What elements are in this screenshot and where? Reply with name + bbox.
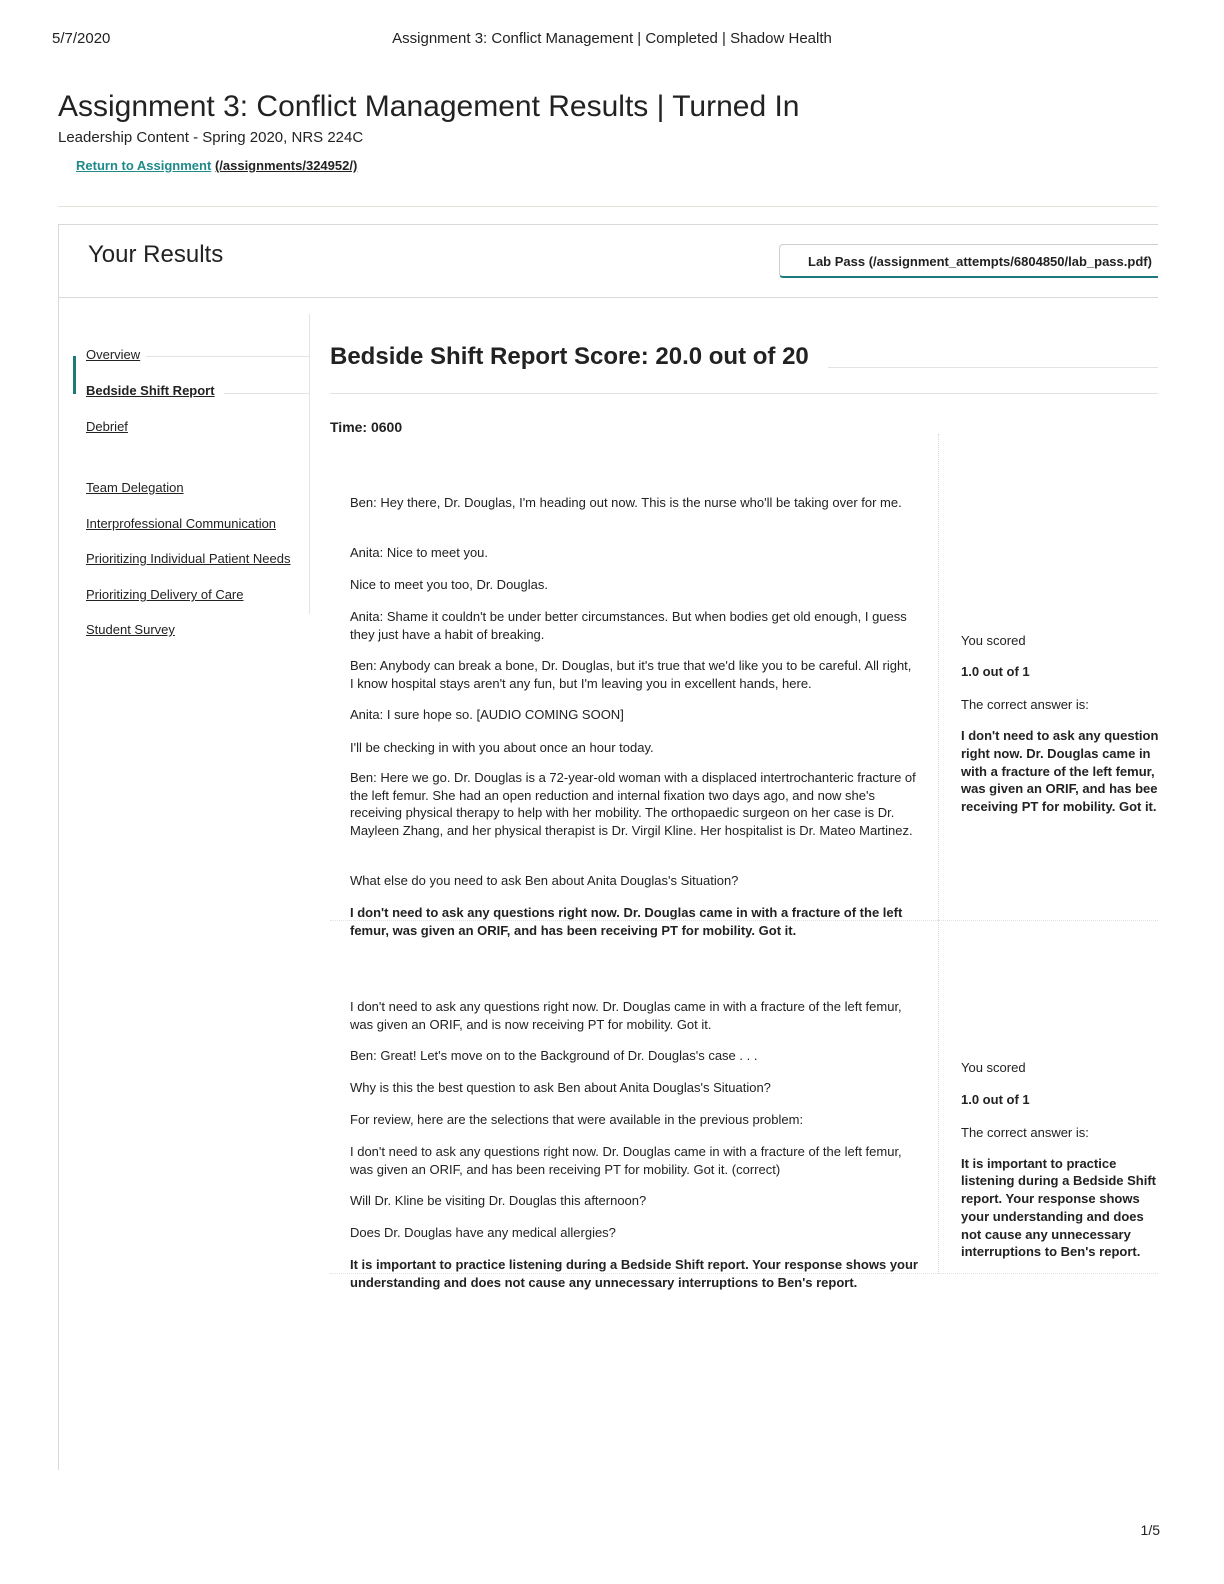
you-scored-label: You scored [961,633,1026,648]
course-name: Leadership Content - Spring 2020, NRS 22… [58,129,364,146]
sidebar-divider [146,356,309,357]
correct-answer-line: listening during a Bedside Shift [961,1173,1157,1188]
sidebar-item-prioritizing-delivery-of-care[interactable]: Prioritizing Delivery of Care [86,587,244,602]
print-date: 5/7/2020 [52,30,111,47]
sidebar-item-debrief[interactable]: Debrief [86,419,128,434]
transcript-line: Anita: I sure hope so. [AUDIO COMING SOO… [350,707,624,722]
time-label: Time: 0600 [330,419,403,435]
heading-underline [828,367,1158,368]
review-intro: For review, here are the selections that… [350,1112,804,1127]
correct-answer-line: right now. Dr. Douglas came in [961,746,1151,761]
section-score-heading: Bedside Shift Report Score: 20.0 out of … [330,343,809,370]
correct-answer-line: was given an ORIF, and has been [961,781,1158,796]
review-option: I don't need to ask any questions right … [350,1144,902,1177]
results-card-left-border [58,224,59,1470]
print-header: 5/7/2020 Assignment 3: Conflict Manageme… [52,30,1172,50]
sidebar-item-student-survey[interactable]: Student Survey [86,622,175,637]
transcript-line: Ben: Anybody can break a bone, Dr. Dougl… [350,658,912,691]
correct-answer-label: The correct answer is: [961,1125,1089,1140]
selected-answer: I don't need to ask any questions right … [350,905,903,938]
question-prompt: Why is this the best question to ask Ben… [350,1080,771,1095]
transcript-line: Anita: Shame it couldn't be under better… [350,609,907,642]
sidebar-item-bedside-shift-report[interactable]: Bedside Shift Report [86,383,215,398]
page-number: 1/5 [1140,1522,1160,1538]
block-divider [330,920,1158,921]
results-card-header-divider [58,297,1158,298]
return-link-path: (/assignments/324952/) [214,158,358,173]
block-divider [330,1273,1158,1274]
correct-answer-line: It is important to practice [961,1156,1117,1171]
block-divider-vertical [938,434,939,920]
correct-answer-line: I don't need to ask any questions [961,728,1158,743]
active-indicator [73,356,76,394]
transcript-line: Nice to meet you too, Dr. Douglas. [350,577,548,592]
sidebar-divider-vertical [309,314,310,614]
sidebar-item-prioritizing-individual-patient-needs[interactable]: Prioritizing Individual Patient Needs [86,551,291,566]
heading-divider [330,393,1158,394]
review-option: Does Dr. Douglas have any medical allerg… [350,1225,616,1240]
transcript-line: I don't need to ask any questions right … [350,999,902,1032]
sidebar-item-team-delegation[interactable]: Team Delegation [86,480,184,495]
correct-answer-line: interruptions to Ben's report. [961,1244,1141,1259]
you-scored-label: You scored [961,1060,1026,1075]
transcript-line: Ben: Hey there, Dr. Douglas, I'm heading… [350,495,902,510]
return-link-text: Return to Assignment [76,158,212,173]
results-card-top-border [58,224,1158,225]
correct-answer-line: not cause any unnecessary [961,1227,1131,1242]
header-divider [58,206,1158,207]
transcript-line: I'll be checking in with you about once … [350,740,654,755]
score-value: 1.0 out of 1 [961,664,1030,679]
correct-answer-line: with a fracture of the left femur, [961,764,1155,779]
correct-answer-label: The correct answer is: [961,697,1089,712]
print-title: Assignment 3: Conflict Management | Comp… [392,30,832,47]
lab-pass-button[interactable]: Lab Pass (/assignment_attempts/6804850/l… [779,244,1158,278]
score-value: 1.0 out of 1 [961,1092,1030,1107]
block-divider-vertical [938,920,939,1274]
your-results-heading: Your Results [88,241,224,268]
transcript-line: Ben: Here we go. Dr. Douglas is a 72-yea… [350,770,916,838]
correct-answer-line: report. Your response shows [961,1191,1140,1206]
transcript-line: Anita: Nice to meet you. [350,545,489,560]
page-title: Assignment 3: Conflict Management Result… [58,90,800,123]
question-prompt: What else do you need to ask Ben about A… [350,873,739,888]
return-to-assignment-link[interactable]: Return to Assignment (/assignments/32495… [76,158,357,173]
correct-answer-line: receiving PT for mobility. Got it. [961,799,1157,814]
sidebar-item-overview[interactable]: Overview [86,347,141,362]
correct-answer-line: your understanding and does [961,1209,1144,1224]
sidebar-item-interprofessional-communication[interactable]: Interprofessional Communication [86,516,277,531]
transcript-line: Ben: Great! Let's move on to the Backgro… [350,1048,758,1063]
rationale: It is important to practice listening du… [350,1257,918,1290]
review-option: Will Dr. Kline be visiting Dr. Douglas t… [350,1193,647,1208]
sidebar-divider [224,393,309,394]
